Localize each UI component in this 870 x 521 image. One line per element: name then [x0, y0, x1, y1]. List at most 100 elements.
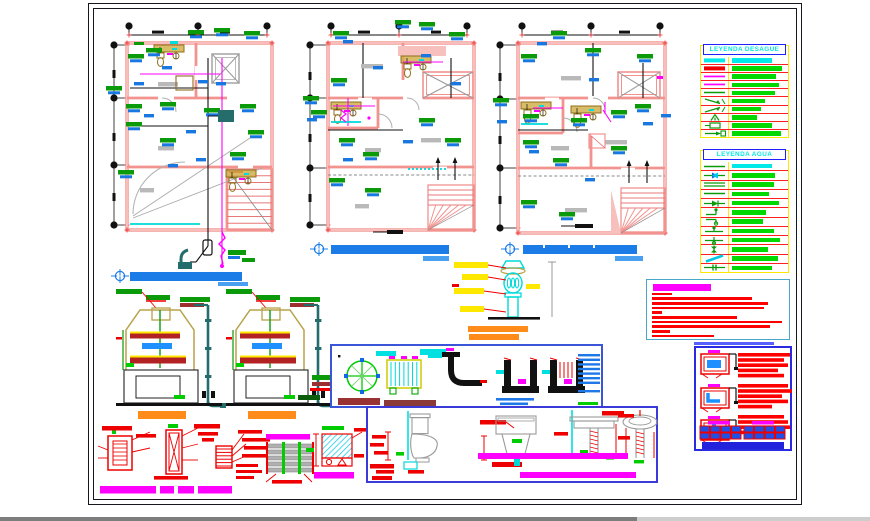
riser-diagonal-icon [701, 254, 729, 263]
legend-label-bar [732, 256, 778, 261]
legend-label-bar [732, 82, 779, 88]
notes-underline [694, 342, 774, 345]
legend-row [701, 64, 788, 73]
plan-title-bar [310, 242, 449, 261]
legend-label-bar [732, 200, 779, 206]
wall-box-detail-1 [97, 426, 156, 471]
anchor-detail [202, 430, 270, 479]
legend-row [701, 120, 788, 129]
green-line-icon [701, 189, 729, 198]
legend-row [701, 162, 788, 171]
stairs [427, 184, 475, 231]
legend-label-bar [732, 58, 772, 63]
legend-row [701, 72, 788, 81]
floor-plan-3 [493, 22, 671, 261]
register-top-view [338, 355, 380, 405]
notes-title-bar [653, 284, 711, 291]
legend-row [701, 188, 788, 198]
legend-label-bar [732, 173, 775, 178]
legend-row [701, 207, 788, 217]
slab-layers-detail [265, 434, 314, 484]
valve-detail-2 [700, 384, 738, 413]
valve-spec-box [694, 346, 792, 451]
shaft [422, 71, 474, 99]
legend-row [701, 96, 788, 105]
globe-valve-icon [701, 245, 729, 254]
toilet-front-view [480, 415, 537, 467]
legend-row [701, 198, 788, 208]
outlet-arrow-icon [701, 129, 729, 137]
tee-up-icon [701, 226, 729, 235]
bathroom-fixtures [520, 101, 552, 124]
horizontal-scrollbar-track[interactable] [637, 517, 870, 521]
register-box-section-1 [496, 357, 539, 393]
tee-cross-icon [701, 236, 729, 245]
elevated-tank [226, 289, 342, 419]
note-text-line [652, 325, 770, 328]
check-valve-icon [701, 199, 729, 208]
bathroom-fixtures [330, 101, 362, 124]
plan-title-bar [111, 269, 248, 286]
cyan-bar-icon [701, 57, 729, 65]
sanitary-fixtures-box [366, 406, 658, 483]
legend-row [701, 170, 788, 180]
legend-desague: LEYENDA DESAGUE [700, 44, 789, 138]
legend-desague-title: LEYENDA DESAGUE [703, 44, 786, 55]
legend-label-bar [732, 98, 765, 104]
note-text-line [652, 330, 670, 333]
legend-row [701, 128, 788, 137]
green-line-icon [701, 162, 729, 171]
register-box-icon [701, 121, 729, 129]
legend-label-bar [732, 114, 757, 120]
legend-label-bar [732, 163, 772, 169]
legend-row [701, 216, 788, 226]
bathroom-fixtures [225, 169, 257, 192]
legend-row [701, 57, 788, 65]
legend-row [701, 104, 788, 113]
notes-box [646, 279, 790, 340]
elevated-tank-details [116, 289, 342, 419]
hatched-box-detail [306, 426, 366, 479]
stairs [620, 187, 666, 234]
floor-plan-1 [106, 22, 275, 286]
legend-label-bar [732, 219, 763, 224]
legend-row [701, 80, 788, 89]
sheet-inner-border [93, 8, 797, 500]
note-text-line [652, 292, 672, 296]
green-line-icon [701, 89, 729, 97]
elbow-down-icon [701, 217, 729, 226]
lavatory-side-view [554, 410, 624, 460]
toilet-side-view [370, 411, 438, 474]
north-indicator [310, 242, 328, 256]
legend-label-bar [732, 123, 772, 128]
legend-label-bar [732, 265, 772, 271]
union-icon [701, 263, 729, 272]
legend-row [701, 244, 788, 254]
slope-arrow-up-icon [701, 105, 729, 113]
valve-box-details [97, 424, 366, 494]
spec-title-bar [702, 442, 784, 449]
valve-detail-1 [700, 350, 738, 379]
north-indicator [111, 269, 129, 283]
note-text-line [652, 320, 782, 324]
legend-row [701, 112, 788, 121]
legend-label-bar [732, 131, 781, 136]
wall-box-detail-2 [154, 424, 220, 480]
legend-label-bar [732, 90, 775, 96]
legend-label-bar [732, 210, 766, 215]
legend-agua-title: LEYENDA AGUA [703, 149, 786, 160]
legend-row [701, 88, 788, 97]
legend-label-bar [732, 228, 774, 234]
legend-label-bar [732, 191, 769, 197]
vent-hat [500, 260, 526, 318]
note-text-line [652, 301, 768, 305]
horizontal-scrollbar[interactable] [0, 517, 637, 521]
elevated-tank [116, 289, 226, 419]
bathroom-fixtures [400, 55, 432, 78]
grid-dimension-line [496, 22, 664, 232]
note-text-line [652, 297, 752, 300]
shaft [617, 71, 661, 99]
shaft [211, 53, 240, 84]
note-text-line [652, 316, 737, 319]
legend-row [701, 253, 788, 263]
